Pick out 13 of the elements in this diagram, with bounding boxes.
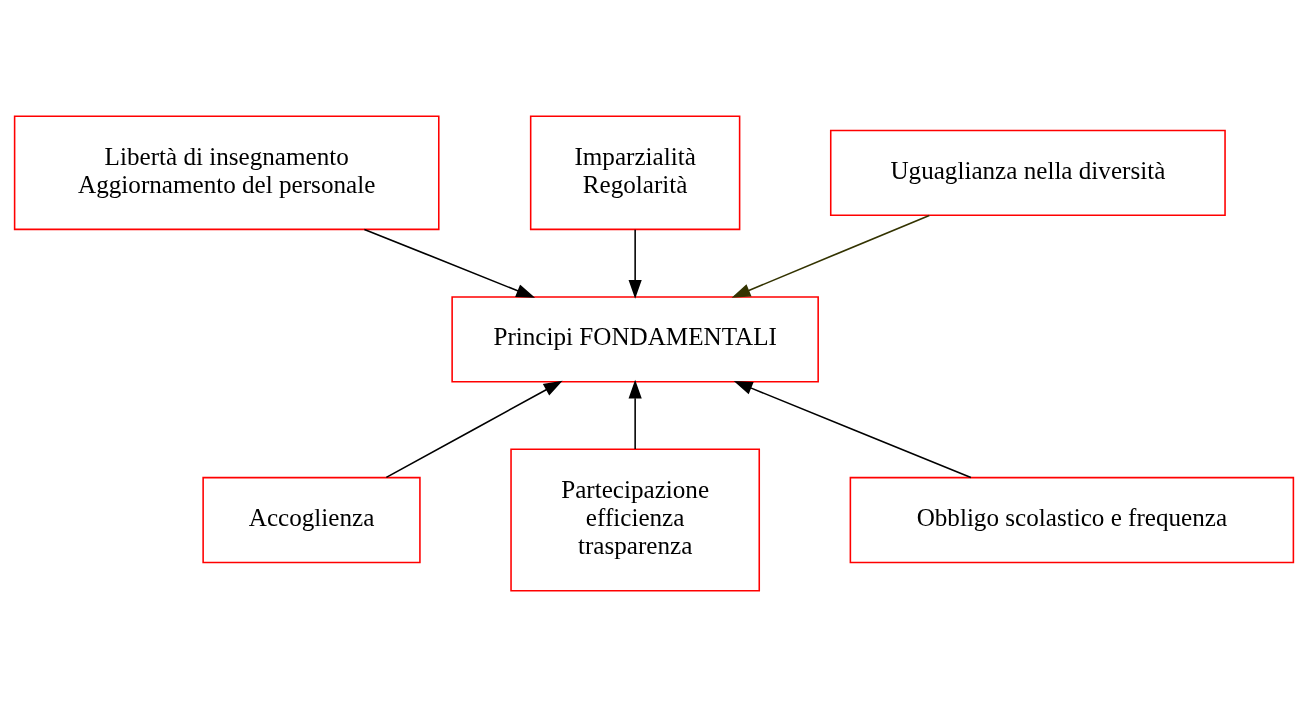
- node-box: Obbligo scolastico e frequenza: [849, 476, 1295, 563]
- arrow: [628, 228, 642, 299]
- node-box: Uguaglianza nella diversità: [829, 129, 1226, 216]
- arrow: [385, 380, 563, 478]
- arrow: [628, 379, 642, 450]
- arrow: [733, 380, 972, 478]
- arrow: [363, 228, 536, 298]
- arrow: [731, 214, 931, 298]
- node-box: Partecipazione efficienza trasparenza: [510, 448, 761, 591]
- node-box: Imparzialità Regolarità: [529, 115, 741, 230]
- node-box: Accoglienza: [202, 476, 421, 563]
- node-box: Libertà di insegnamento Aggiornamento del personale: [13, 115, 440, 230]
- node-box: Principi FONDAMENTALI: [451, 295, 819, 383]
